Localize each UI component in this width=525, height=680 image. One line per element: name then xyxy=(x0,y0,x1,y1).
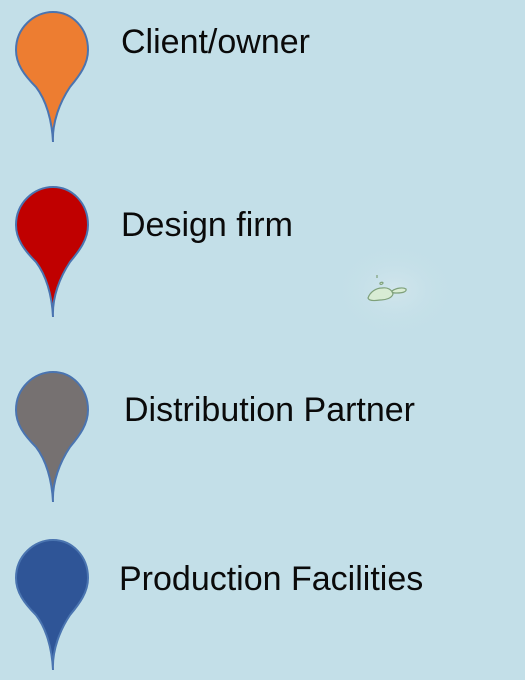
legend-label-design-firm: Design firm xyxy=(121,206,293,244)
legend-label-client-owner: Client/owner xyxy=(121,23,310,61)
map-pin-icon xyxy=(14,538,90,671)
map-pin-icon xyxy=(14,370,90,503)
map-island xyxy=(333,242,457,338)
legend-label-production-facilities: Production Facilities xyxy=(119,560,424,598)
legend-label-distribution-partner: Distribution Partner xyxy=(124,391,416,429)
map-pin-icon xyxy=(14,10,90,143)
map-pin-icon xyxy=(14,185,90,318)
